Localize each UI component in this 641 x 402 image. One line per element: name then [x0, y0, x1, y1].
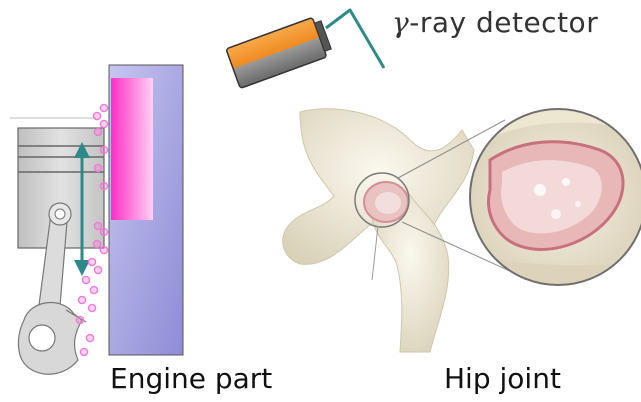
wear-particle — [100, 182, 107, 189]
wear-particle — [88, 304, 95, 311]
wear-particle — [94, 164, 101, 171]
wear-particle — [100, 104, 107, 111]
wear-particle — [94, 266, 101, 273]
wear-particle — [100, 228, 107, 235]
wear-band — [111, 78, 153, 220]
wear-particle — [90, 286, 97, 293]
detector-label: γ-ray detector — [392, 6, 598, 39]
wear-particle — [82, 276, 89, 283]
wear-particle — [88, 258, 95, 265]
wear-particle — [93, 112, 100, 119]
wear-particle — [94, 128, 101, 135]
engine-part-illustration — [10, 65, 183, 374]
wear-particle — [93, 240, 100, 247]
gamma-ray-detector-icon — [226, 10, 384, 88]
wear-particle — [100, 246, 107, 253]
engine-part-caption: Engine part — [110, 362, 272, 395]
wear-particle — [94, 222, 101, 229]
wear-particle — [76, 316, 83, 323]
wear-particle — [100, 120, 107, 127]
joint-zoom-detail — [470, 109, 641, 290]
hip-joint-illustration — [283, 109, 641, 352]
wear-particle — [100, 146, 107, 153]
detector-label-text: -ray detector — [409, 6, 598, 39]
detector-stand — [326, 10, 384, 68]
wear-particle — [80, 348, 87, 355]
gamma-symbol: γ — [392, 6, 409, 39]
wear-particle — [86, 334, 93, 341]
wear-particle — [78, 296, 85, 303]
hip-joint-caption: Hip joint — [444, 362, 561, 395]
